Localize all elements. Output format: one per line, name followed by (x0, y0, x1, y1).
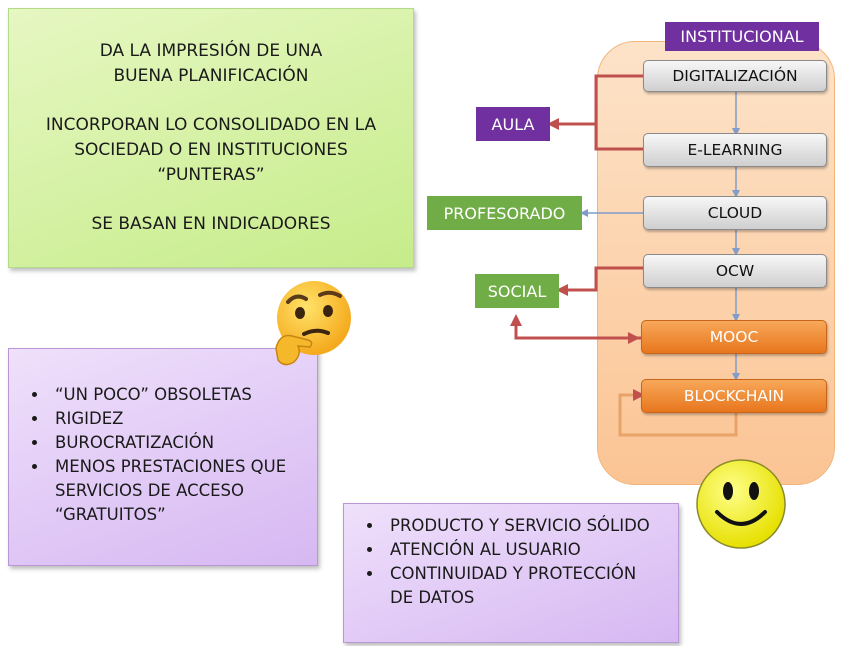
thinking-face-icon (275, 281, 351, 366)
node-e-learning: E-LEARNING (643, 133, 827, 167)
smiley-face-icon (696, 459, 786, 549)
node-ocw: OCW (643, 254, 827, 288)
negative-item: “UN POCO” OBSOLETAS (49, 383, 317, 407)
negatives-box: “UN POCO” OBSOLETAS RIGIDEZ BUROCRATIZAC… (8, 348, 318, 566)
positives-box: PRODUCTO Y SERVICIO SÓLIDO ATENCIÓN AL U… (343, 503, 679, 643)
positive-item: CONTINUIDAD Y PROTECCIÓN DE DATOS (384, 562, 678, 610)
label-aula: AULA (476, 107, 550, 141)
positive-item: ATENCIÓN AL USUARIO (384, 538, 678, 562)
impression-line-3: SE BASAN EN INDICADORES (91, 214, 331, 234)
impression-line-2: INCORPORAN LO CONSOLIDADO EN LA SOCIEDAD… (45, 115, 377, 185)
impression-line-1: DA LA IMPRESIÓN DE UNA BUENA PLANIFICACI… (99, 41, 323, 86)
node-mooc: MOOC (641, 320, 827, 354)
negatives-list: “UN POCO” OBSOLETAS RIGIDEZ BUROCRATIZAC… (9, 383, 317, 527)
label-social: SOCIAL (475, 274, 559, 308)
positive-item: PRODUCTO Y SERVICIO SÓLIDO (384, 514, 678, 538)
positives-list: PRODUCTO Y SERVICIO SÓLIDO ATENCIÓN AL U… (344, 514, 678, 610)
negative-item: RIGIDEZ (49, 407, 317, 431)
negative-item: BUROCRATIZACIÓN (49, 431, 317, 455)
node-blockchain: BLOCKCHAIN (641, 379, 827, 413)
label-profesorado: PROFESORADO (427, 196, 582, 230)
institucional-header: INSTITUCIONAL (665, 22, 819, 51)
node-digitalizacion: DIGITALIZACIÓN (643, 60, 827, 92)
impression-text-box: DA LA IMPRESIÓN DE UNA BUENA PLANIFICACI… (8, 8, 414, 268)
node-cloud: CLOUD (643, 196, 827, 230)
negative-item: MENOS PRESTACIONES QUE SERVICIOS DE ACCE… (49, 455, 317, 527)
